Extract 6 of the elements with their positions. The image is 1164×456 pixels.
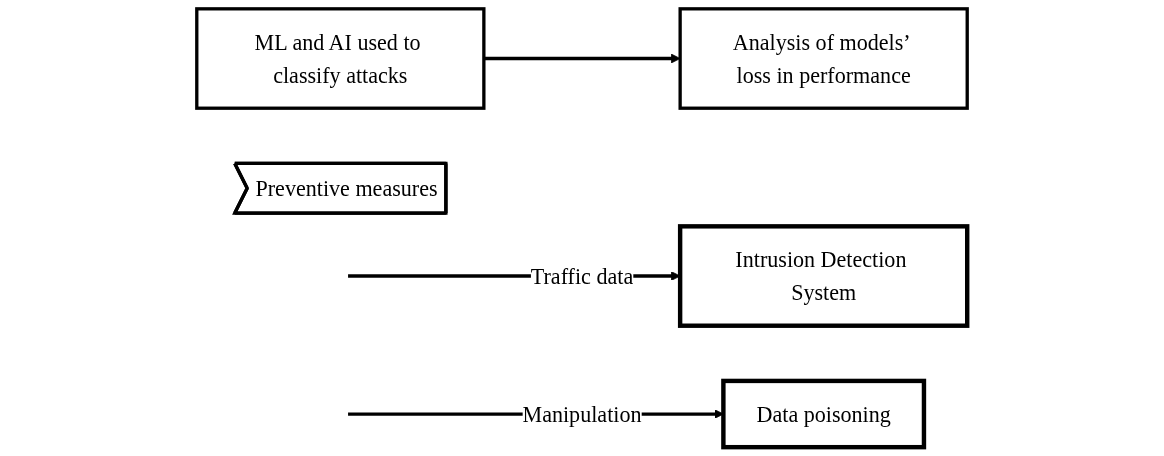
node-box: Analysis of models’ loss in performance xyxy=(678,7,969,110)
node-box: Intrusion Detection System xyxy=(677,224,970,328)
edge-label: Traffic data xyxy=(530,263,634,289)
edge-label: Manipulation xyxy=(522,401,642,427)
node-box: Data poisoning xyxy=(721,378,927,450)
node-box: ML and AI used to classify attacks xyxy=(195,7,486,110)
